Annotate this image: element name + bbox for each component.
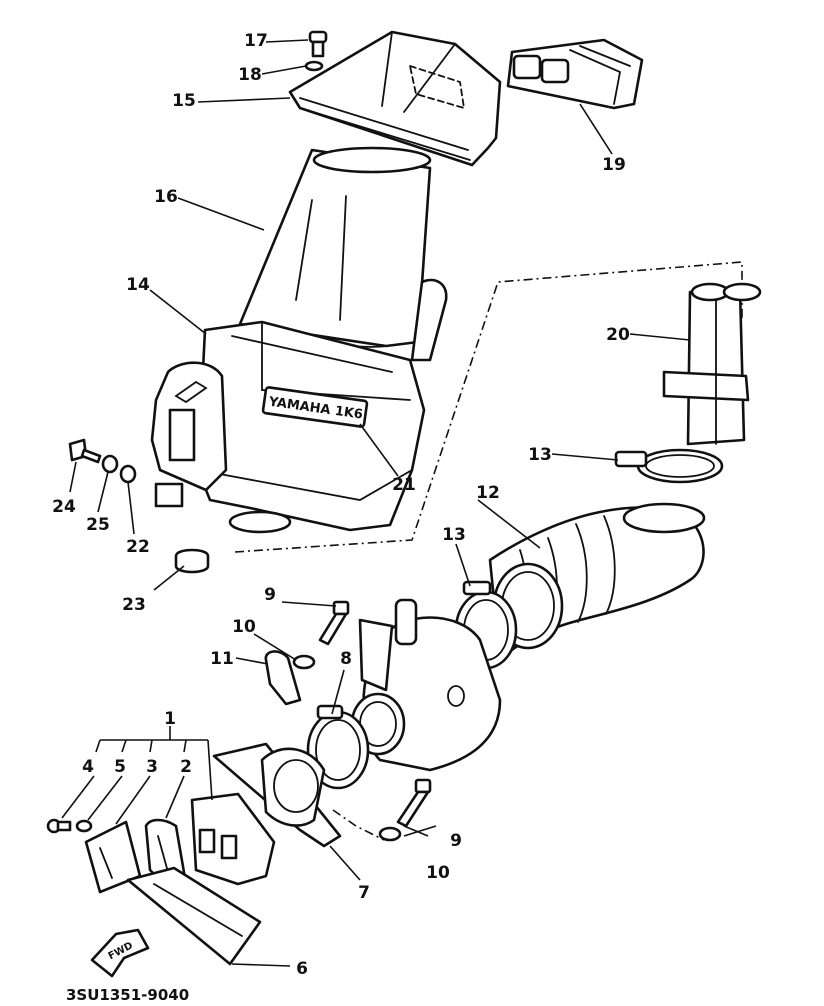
joint-hose-part-12 xyxy=(488,502,706,662)
duct-joint-part-19 xyxy=(506,38,644,110)
screw-part-4 xyxy=(46,818,72,834)
callout-20: 20 xyxy=(606,325,630,345)
callout-1: 1 xyxy=(164,709,176,729)
callout-10-upper: 10 xyxy=(232,617,256,637)
hose-clamp-upper-part-13 xyxy=(614,448,724,484)
callout-11: 11 xyxy=(210,649,234,669)
leader-lines xyxy=(61,39,691,967)
callout-5: 5 xyxy=(114,757,126,777)
callout-19: 19 xyxy=(602,155,626,175)
callout-23: 23 xyxy=(122,595,146,615)
washer-lower-part-10 xyxy=(378,826,402,842)
callout-13-lower: 13 xyxy=(442,525,466,545)
callout-12: 12 xyxy=(476,483,500,503)
callout-24: 24 xyxy=(52,497,76,517)
callout-22: 22 xyxy=(126,537,150,557)
joint-part-7 xyxy=(212,742,342,848)
callout-18: 18 xyxy=(238,65,262,85)
callout-2: 2 xyxy=(180,757,192,777)
washer-part-18 xyxy=(304,60,324,72)
washer-part-5 xyxy=(75,819,93,833)
fwd-arrow-icon: FWD xyxy=(90,928,150,978)
assembly-lines xyxy=(234,261,743,841)
callout-10-lower: 10 xyxy=(426,863,450,883)
gasket-part-6 xyxy=(126,866,262,966)
callout-numbers: 1 2 3 4 5 6 7 8 9 9 10 10 11 12 13 13 14… xyxy=(52,31,630,979)
callout-8: 8 xyxy=(340,649,352,669)
callout-4: 4 xyxy=(82,757,94,777)
dual-pipe-part-20 xyxy=(662,282,762,446)
callout-13-upper: 13 xyxy=(528,445,552,465)
callout-9-lower: 9 xyxy=(450,831,462,851)
callout-16: 16 xyxy=(154,187,178,207)
bolt-part-24 xyxy=(68,438,102,464)
air-filter-case-part-14 xyxy=(150,278,448,534)
intake-duct-top-part-15 xyxy=(288,30,502,167)
callout-3: 3 xyxy=(146,757,158,777)
callout-6: 6 xyxy=(296,959,308,979)
air-filter-part-16 xyxy=(238,146,432,348)
callout-17: 17 xyxy=(244,31,268,51)
callout-7: 7 xyxy=(358,883,370,903)
washer-upper-part-10 xyxy=(292,654,316,670)
washer-part-25 xyxy=(101,454,119,474)
callout-14: 14 xyxy=(126,275,150,295)
clamp-part-8 xyxy=(306,704,370,790)
drawing-code: 3SU1351-9040 xyxy=(66,986,189,1004)
reed-valve-assembly-part-1 xyxy=(190,792,276,886)
callout-15: 15 xyxy=(172,91,196,111)
callout-9-upper: 9 xyxy=(264,585,276,605)
bolt-lower-part-9 xyxy=(396,778,432,828)
bolt-upper-part-9 xyxy=(318,600,350,646)
bracket-part-11 xyxy=(264,650,302,706)
callout-25: 25 xyxy=(86,515,110,535)
collar-part-22 xyxy=(119,464,137,484)
screw-part-17 xyxy=(308,30,328,58)
callout-21: 21 xyxy=(392,475,416,495)
